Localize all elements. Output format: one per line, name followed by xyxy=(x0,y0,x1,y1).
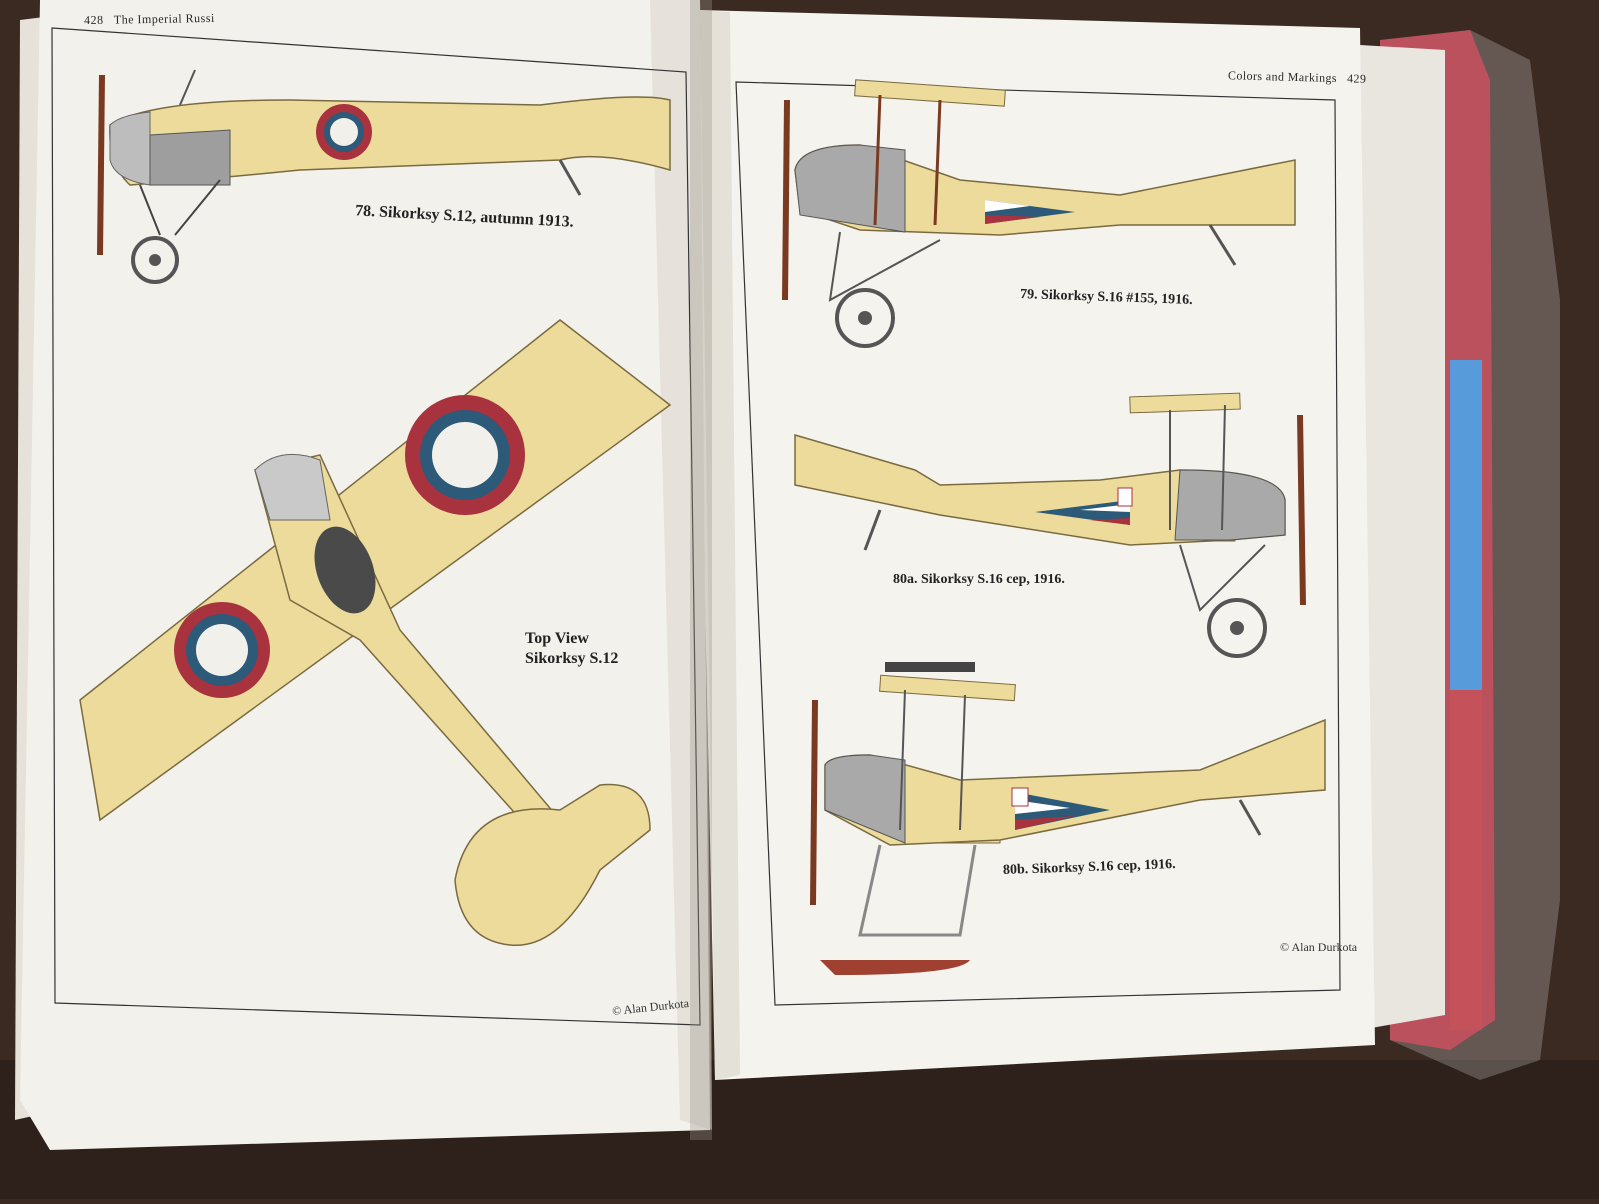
left-page-number: 428 xyxy=(83,12,104,28)
caption-top-view-line1: Top View xyxy=(525,630,589,647)
right-credit: © Alan Durkota xyxy=(1280,940,1358,954)
aircraft-top-view xyxy=(79,319,672,946)
caption-fig80a: 80a. Sikorksy S.16 cep, 1916. xyxy=(893,572,1065,587)
aircraft-80a-side-view xyxy=(794,392,1306,658)
right-page-number: 429 xyxy=(1346,71,1367,86)
right-running-head-text: Colors and Markings xyxy=(1227,68,1338,86)
aircraft-80b-side-view xyxy=(810,662,1326,975)
aircraft-79-side-view xyxy=(782,79,1296,348)
aircraft-78-side-view xyxy=(97,69,671,284)
left-running-head: 428 The Imperial Russi xyxy=(84,11,215,28)
page-stack-right xyxy=(1360,45,1445,1030)
left-running-head-text: The Imperial Russi xyxy=(113,10,215,27)
right-frame xyxy=(735,81,1341,1006)
blue-cover-stripe xyxy=(1450,360,1482,690)
left-frame xyxy=(51,27,701,1026)
caption-top-view-line2: Sikorksy S.12 xyxy=(525,650,619,667)
